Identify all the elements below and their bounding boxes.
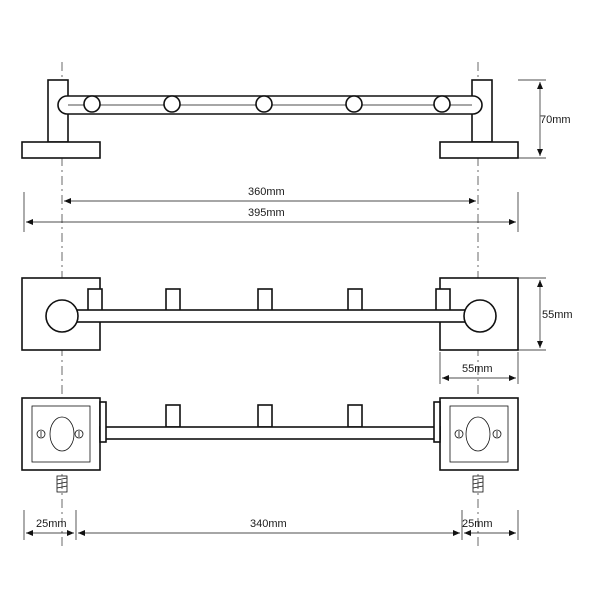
dim-centers: 360mm [64, 186, 476, 204]
dim-height-side: 70mm [518, 79, 571, 159]
mount-hook-2 [257, 404, 273, 428]
front-hook-3 [257, 288, 273, 312]
mount-left-plate [21, 397, 101, 471]
mount-right-hole [465, 416, 491, 452]
front-hook-4 [347, 288, 363, 312]
mount-left-screw-b [74, 429, 84, 439]
mount-right-plate [439, 397, 519, 471]
mount-view [21, 397, 519, 493]
mount-hook-3 [347, 404, 363, 428]
mount-right-screw-b [492, 429, 502, 439]
dim-plate-width-label: 55mm [462, 363, 493, 375]
dim-overall-label: 395mm [248, 207, 285, 219]
front-hook-2 [165, 288, 181, 312]
front-left-end-cap [45, 299, 79, 333]
side-hook-knob-5 [433, 95, 451, 113]
mount-left-stub [99, 401, 107, 443]
mount-right-stub [433, 401, 441, 443]
side-left-base [21, 141, 101, 159]
mount-left-backplate [31, 405, 91, 463]
front-right-end-cap [463, 299, 497, 333]
wall-plug-right [472, 475, 484, 493]
dim-overall: 395mm [23, 192, 519, 232]
dim-screw-offset-right-label: 25mm [462, 518, 493, 530]
front-hook-5 [435, 288, 451, 312]
front-rail [65, 309, 475, 323]
side-hook-knob-1 [83, 95, 101, 113]
mount-hook-1 [165, 404, 181, 428]
mount-left-screw-a [36, 429, 46, 439]
dim-plate-height: 55mm [518, 277, 573, 351]
mount-right-screw-a [454, 429, 464, 439]
mount-right-backplate [449, 405, 509, 463]
front-view [21, 277, 519, 351]
wall-plug-left [56, 475, 68, 493]
mount-left-hole [49, 416, 75, 452]
dim-plate-height-label: 55mm [542, 309, 573, 321]
side-hook-knob-3 [255, 95, 273, 113]
dim-screw-spacing-label: 340mm [250, 518, 287, 530]
dim-plate-width: 55mm [439, 352, 519, 384]
side-hook-knob-4 [345, 95, 363, 113]
front-hook-1 [87, 288, 103, 312]
dim-bottom: 25mm 340mm 25mm [23, 510, 519, 540]
side-view [21, 79, 519, 159]
mount-rail [99, 426, 441, 440]
dim-centers-label: 360mm [248, 186, 285, 198]
side-right-base [439, 141, 519, 159]
dim-height-side-label: 70mm [540, 114, 571, 126]
side-hook-knob-2 [163, 95, 181, 113]
dim-screw-offset-left-label: 25mm [36, 518, 67, 530]
